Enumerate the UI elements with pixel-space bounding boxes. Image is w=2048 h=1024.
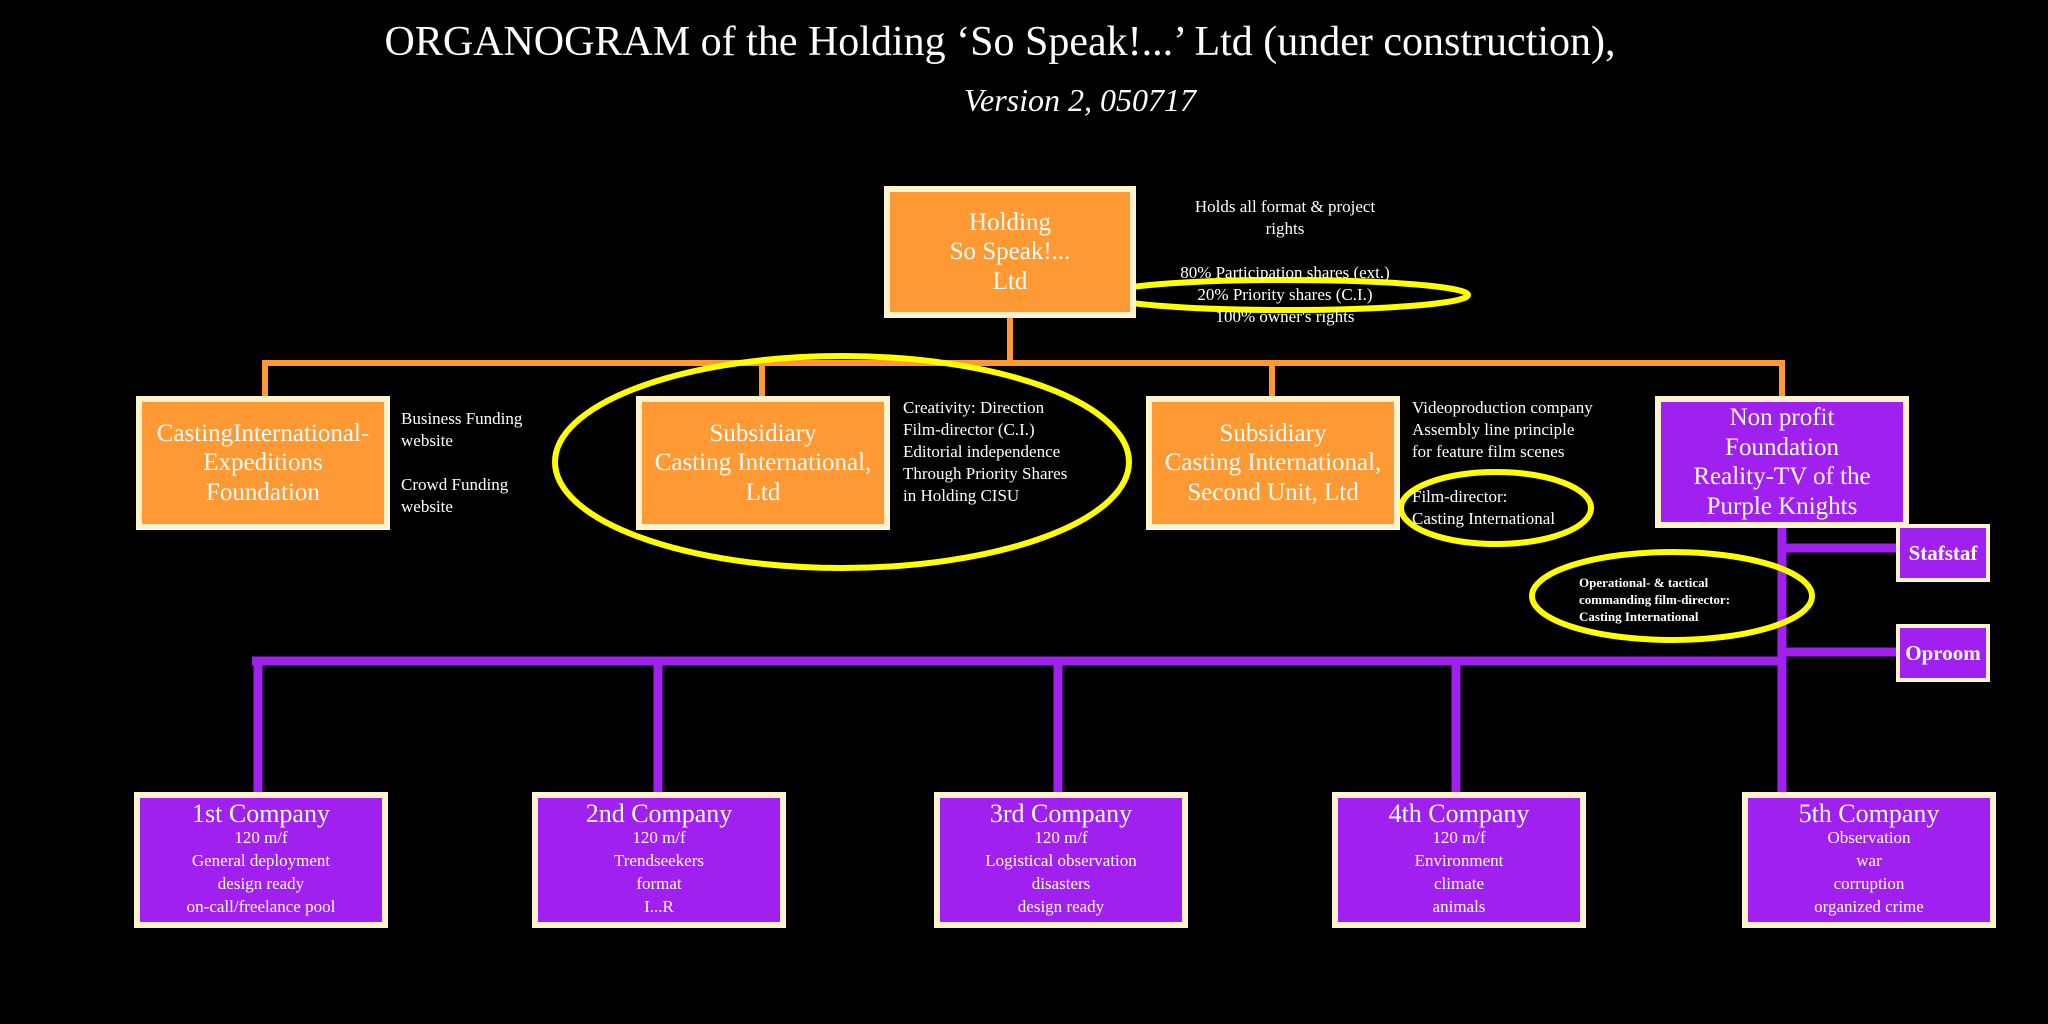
second-unit-note: Videoproduction company Assembly line pr… — [1412, 398, 1593, 461]
company-line: animals — [1432, 896, 1486, 916]
holding-shares-ext: 80% Participation shares (ext.) — [1180, 263, 1390, 282]
company-line: on-call/freelance pool — [186, 896, 336, 916]
oproom-box: Oproom — [1896, 624, 1990, 682]
subsidiary-ci-box: Subsidiary Casting International, Ltd — [636, 396, 890, 530]
second-unit-label: Subsidiary Casting International, Second… — [1164, 419, 1382, 506]
company-line: climate — [1433, 874, 1485, 893]
company-line: I...R — [644, 896, 674, 916]
holding-box: Holding So Speak!... Ltd — [884, 186, 1136, 318]
subsidiary-ci-label: Subsidiary Casting International, Ltd — [654, 419, 872, 506]
holding-shares-priority: 20% Priority shares (C.I.) — [1197, 285, 1373, 304]
company-line: format — [636, 874, 682, 893]
company-line: design ready — [1017, 896, 1105, 916]
purple-knights-director-note: Operational- & tactical commanding film-… — [1579, 575, 1731, 624]
staff-label: Stafstaf — [1908, 540, 1978, 565]
expeditions-foundation-box: CastingInternational- Expeditions Founda… — [136, 396, 390, 530]
company-name: 5th Company — [1798, 799, 1940, 829]
purple-knights-foundation-label: Non profit Foundation Reality-TV of the … — [1693, 404, 1871, 520]
company-name: 3rd Company — [989, 799, 1133, 829]
company-line: war — [1856, 851, 1882, 871]
company-line: General deployment — [191, 851, 331, 871]
company-line: Trendseekers — [613, 851, 705, 871]
page-title: ORGANOGRAM of the Holding ‘So Speak!...’… — [384, 19, 1616, 65]
holding-rights-note: Holds all format & project rights — [1194, 197, 1376, 238]
company-line: 120 m/f — [632, 828, 686, 848]
company-box-2: 2nd Company 120 m/f Trendseekers format … — [532, 792, 786, 928]
company-box-1: 1st Company 120 m/f General deployment d… — [134, 792, 388, 928]
company-line: design ready — [217, 874, 305, 893]
company-box-4: 4th Company 120 m/f Environment climate … — [1332, 792, 1586, 928]
company-line: corruption — [1833, 874, 1905, 893]
page-subtitle: Version 2, 050717 — [964, 82, 1196, 118]
operational-director-highlight — [1529, 549, 1815, 643]
film-director-highlight — [1398, 469, 1594, 547]
company-line: 120 m/f — [1034, 828, 1088, 848]
expeditions-foundation-label: CastingInternational- Expeditions Founda… — [156, 419, 370, 506]
subsidiary-ci-note: Creativity: Direction Film-director (C.I… — [903, 398, 1068, 505]
company-name: 4th Company — [1388, 799, 1530, 829]
company-line: organized crime — [1814, 896, 1924, 916]
company-name: 1st Company — [192, 799, 330, 829]
company-line: 120 m/f — [234, 828, 288, 848]
holding-owner-rights: 100% owner's rights — [1215, 307, 1355, 326]
oproom-label: Oproom — [1905, 640, 1981, 665]
second-unit-director-note: Film-director: Casting International — [1412, 487, 1556, 528]
company-name: 2nd Company — [585, 799, 733, 829]
company-line: Logistical observation — [985, 851, 1137, 871]
purple-knights-foundation-box: Non profit Foundation Reality-TV of the … — [1655, 396, 1909, 528]
second-unit-box: Subsidiary Casting International, Second… — [1146, 396, 1400, 530]
holding-label: Holding So Speak!... Ltd — [949, 208, 1071, 295]
company-line: Environment — [1414, 851, 1504, 871]
staff-box: Stafstaf — [1896, 524, 1990, 582]
subsidiary-highlight — [552, 353, 1132, 571]
company-line: Observation — [1827, 828, 1911, 848]
company-box-3: 3rd Company 120 m/f Logistical observati… — [934, 792, 1188, 928]
expeditions-foundation-note: Business Funding website Crowd Funding w… — [401, 409, 523, 516]
company-line: 120 m/f — [1432, 828, 1486, 848]
company-line: disasters — [1031, 874, 1091, 893]
company-box-5: 5th Company Observation war corruption o… — [1742, 792, 1996, 928]
